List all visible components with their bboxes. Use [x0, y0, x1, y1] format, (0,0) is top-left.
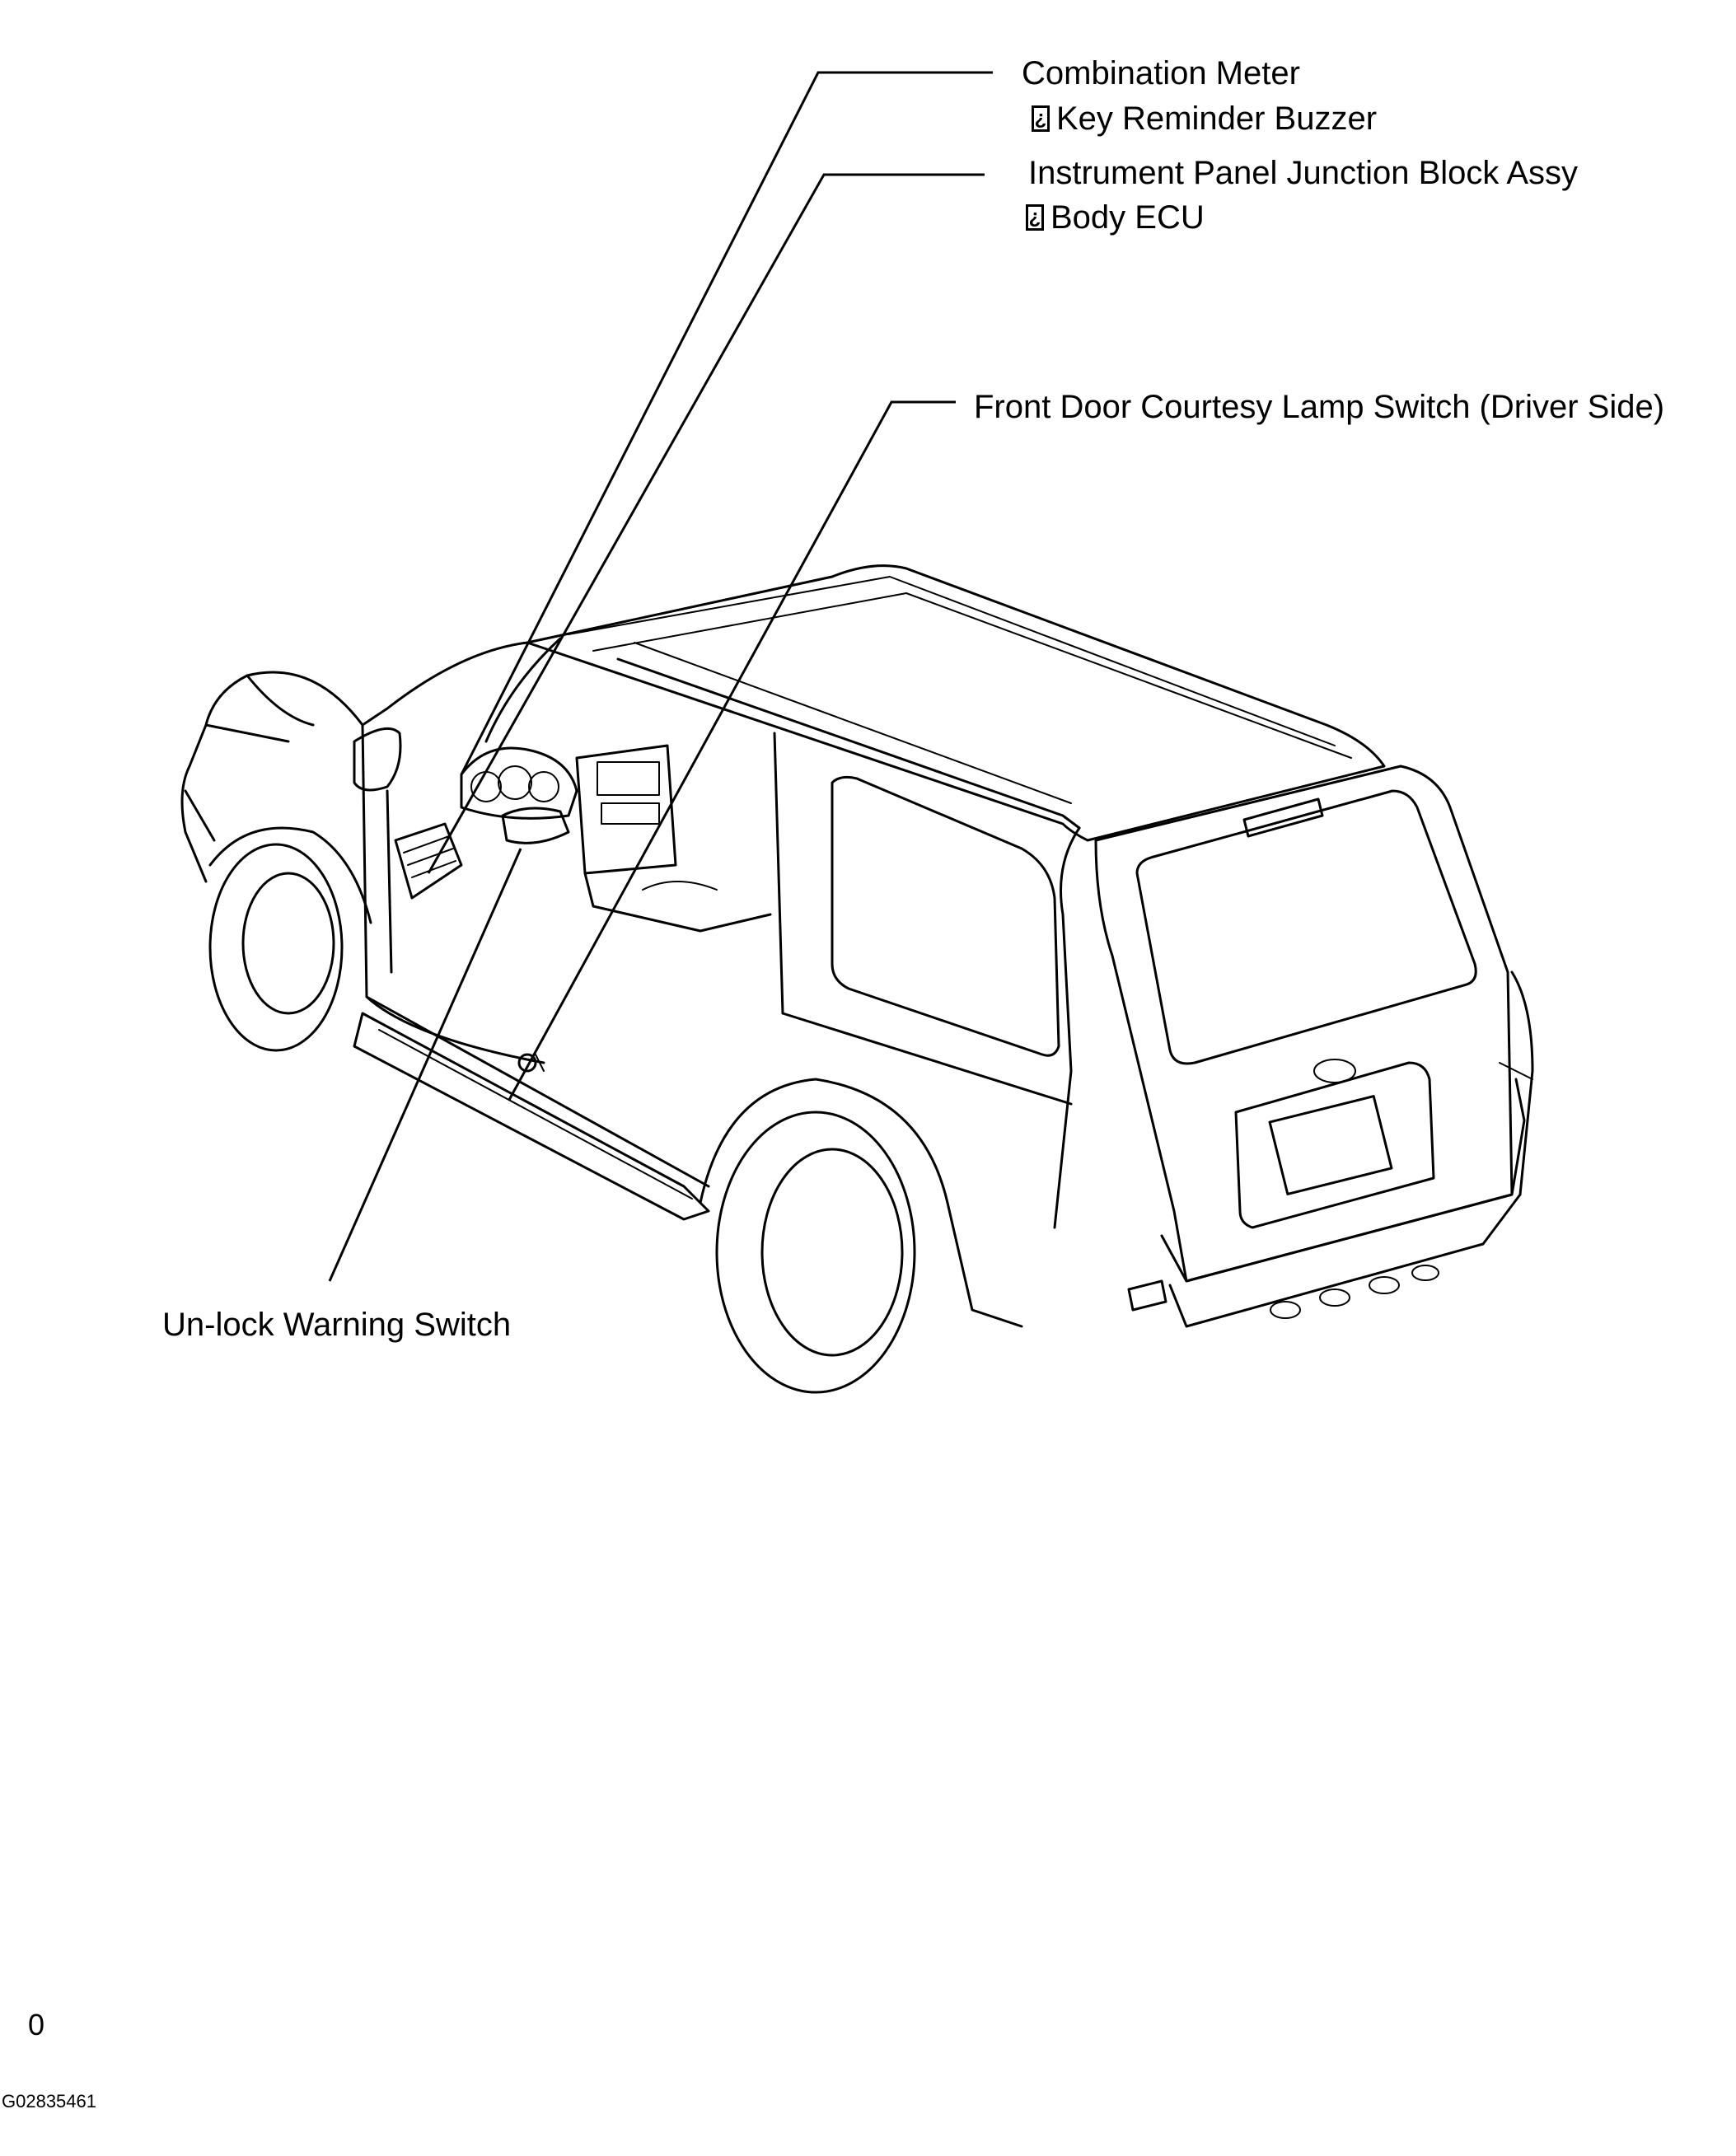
- label-combination-meter: Combination Meter: [1022, 55, 1300, 91]
- sub-item-icon: [1032, 105, 1050, 132]
- courtesy-switch: [517, 1053, 537, 1073]
- leader-unlock-warning-switch: [328, 848, 522, 1282]
- figure-code: G02835461: [2, 2091, 96, 2112]
- sublabel-body-ecu: Body ECU: [1026, 201, 1205, 234]
- rear-hatch: [1094, 765, 1514, 1283]
- suv-body: [180, 564, 1534, 1394]
- sublabel-key-reminder-buzzer: Key Reminder Buzzer: [1032, 102, 1377, 135]
- label-unlock-warning-switch: Un-lock Warning Switch: [162, 1307, 512, 1343]
- rear-side-window: [831, 775, 1060, 1057]
- label-front-door-courtesy: Front Door Courtesy Lamp Switch (Driver …: [974, 389, 1665, 425]
- instrument-cluster: [460, 746, 578, 820]
- sublabel-key-reminder-buzzer-text: Key Reminder Buzzer: [1056, 101, 1378, 137]
- running-board: [353, 1012, 710, 1221]
- front-wheel: [208, 843, 344, 1052]
- leader-lines: [328, 71, 993, 1282]
- footer-mark: 0: [28, 2008, 45, 2041]
- leader-instrument-panel-jb: [427, 173, 985, 874]
- junction-block: [394, 822, 463, 900]
- leader-front-door-courtesy: [508, 400, 956, 1101]
- side-mirror: [353, 727, 402, 792]
- rear-wheel: [715, 1111, 916, 1394]
- sub-item-icon: [1026, 204, 1044, 231]
- label-instrument-panel-jb: Instrument Panel Junction Block Assy: [1028, 155, 1578, 191]
- rear-window: [1135, 789, 1477, 1065]
- license-plate-area: [1234, 1061, 1435, 1229]
- sublabel-body-ecu-text: Body ECU: [1050, 199, 1205, 236]
- leader-combination-meter: [460, 71, 993, 775]
